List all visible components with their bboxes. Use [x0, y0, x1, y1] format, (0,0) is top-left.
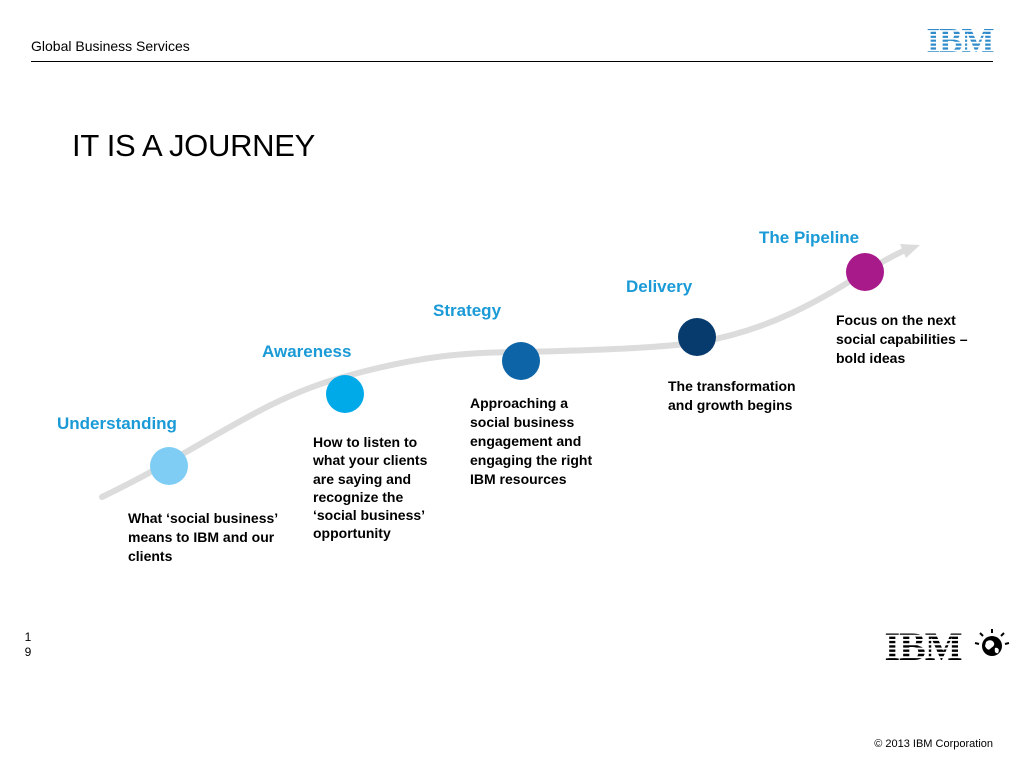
slide-title: IT IS A JOURNEY — [72, 128, 316, 163]
globe-icon — [974, 629, 1010, 656]
ibm-logo-bottom-text: IBM — [885, 626, 962, 662]
page-number: 1 9 — [24, 630, 32, 659]
stage-description-strategy: Approaching a social business engagement… — [470, 395, 593, 487]
stage-description-understanding: What ‘social business’ means to IBM and … — [128, 510, 279, 564]
header-divider — [31, 61, 993, 62]
journey-arrowhead — [900, 244, 920, 258]
stage-description-awareness: How to listen to what your clients are s… — [313, 434, 428, 542]
copyright-notice: © 2013 IBM Corporation — [874, 738, 993, 750]
stage-dot-awareness — [326, 375, 364, 413]
stage-dot-pipeline — [846, 253, 884, 291]
stage-label-understanding: Understanding — [57, 414, 177, 433]
stage-label-strategy: Strategy — [433, 301, 502, 320]
stage-description-delivery: The transformation and growth begins — [668, 378, 796, 413]
journey-path — [99, 246, 911, 500]
stage-description-pipeline: Focus on the next social capabilities – … — [836, 312, 968, 366]
stage-label-delivery: Delivery — [626, 277, 693, 296]
stage-dot-understanding — [150, 447, 188, 485]
ibm-smarter-planet-logo: IBM — [885, 626, 1010, 662]
stage-dot-strategy — [502, 342, 540, 380]
division-label: Global Business Services — [31, 38, 190, 54]
stage-label-awareness: Awareness — [262, 342, 352, 361]
ibm-logo: IBM — [927, 24, 995, 53]
stage-label-pipeline: The Pipeline — [759, 228, 860, 247]
stage-dot-delivery — [678, 318, 716, 356]
